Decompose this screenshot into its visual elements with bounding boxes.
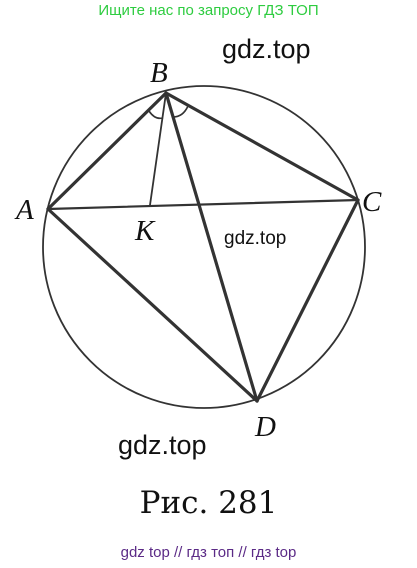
angle-arc-abk	[148, 110, 164, 120]
diagonal-ac	[46, 198, 360, 211]
label-d: D	[254, 411, 276, 443]
label-b: B	[150, 57, 168, 89]
watermark-middle: gdz.top	[224, 228, 287, 249]
segment-ab	[46, 91, 168, 211]
segment-cd	[255, 198, 360, 403]
segment-da	[46, 207, 259, 403]
segment-bk	[149, 92, 167, 206]
label-k: K	[134, 215, 156, 247]
label-c: C	[362, 186, 382, 218]
watermark-bottom: gdz.top	[118, 430, 207, 460]
label-a: A	[14, 194, 34, 226]
footer-links: gdz top // гдз топ // гдз top	[120, 544, 297, 561]
circle	[42, 85, 366, 409]
figure-caption: Рис. 281	[139, 485, 278, 521]
search-banner: Ищите нас по запросу ГДЗ ТОП	[98, 2, 319, 19]
segment-bc	[164, 91, 360, 202]
diagonal-bd	[164, 91, 259, 403]
angle-arc-dbc	[172, 105, 189, 118]
watermark-top: gdz.top	[222, 34, 311, 64]
